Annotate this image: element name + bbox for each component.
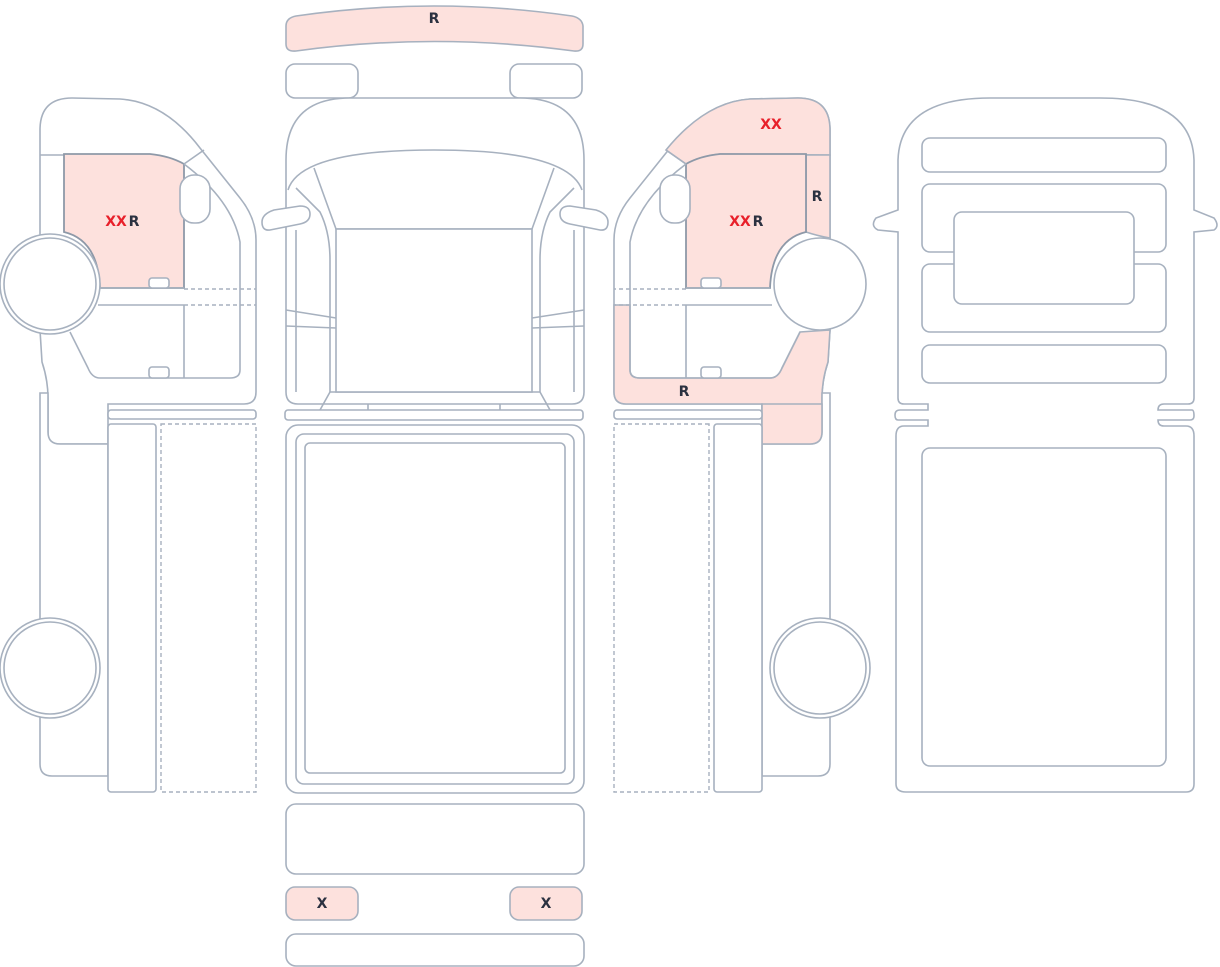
right-door-handle — [700, 277, 722, 289]
left-slide-door-open-area — [160, 423, 257, 793]
damage-code: R — [129, 214, 140, 230]
front-left-side-mirror[interactable] — [261, 205, 311, 231]
left-door-outline — [69, 163, 241, 379]
front-right-side-mirror[interactable] — [559, 205, 609, 231]
damage-code: R — [679, 384, 690, 400]
front-view: R X X — [261, 5, 609, 967]
rear-view — [872, 97, 1218, 793]
right-slide-door-open-area — [613, 423, 710, 793]
left-rear-door-handle — [148, 366, 170, 379]
right-slide-rail — [613, 409, 763, 420]
left-a-pillar — [183, 149, 205, 165]
right-rear-wheel[interactable] — [773, 621, 867, 715]
right-side-view: XX XX R R R — [613, 97, 871, 793]
left-side-view: XX R — [0, 97, 257, 793]
rear-door[interactable] — [921, 447, 1167, 767]
front-bumper-top — [284, 409, 584, 421]
severe-mark: XX — [105, 214, 127, 230]
left-front-wheel[interactable] — [3, 237, 97, 331]
left-slide-rail — [107, 409, 257, 420]
right-slide-door[interactable] — [713, 423, 763, 793]
rear-lower-panel[interactable] — [921, 344, 1167, 384]
front-windshield[interactable] — [335, 228, 533, 393]
rear-spoiler[interactable] — [921, 137, 1167, 173]
left-slide-door[interactable] — [107, 423, 157, 793]
front-roof-edge[interactable] — [285, 5, 584, 52]
right-mirror[interactable] — [659, 174, 691, 224]
front-left-mirror[interactable] — [285, 63, 359, 99]
damage-code: R — [812, 189, 823, 205]
damage-code: X — [317, 896, 328, 912]
left-mirror[interactable] — [179, 174, 211, 224]
front-lower-grille[interactable] — [285, 933, 585, 967]
front-left-light[interactable] — [285, 886, 359, 921]
damage-code: X — [541, 896, 552, 912]
damage-code: R — [429, 11, 440, 27]
front-right-mirror[interactable] — [509, 63, 583, 99]
front-bumper[interactable] — [285, 803, 585, 875]
right-front-wheel[interactable] — [773, 237, 867, 331]
severe-mark: XX — [760, 117, 782, 133]
rear-window[interactable] — [953, 211, 1135, 305]
severe-mark: XX — [729, 214, 751, 230]
damage-code: R — [753, 214, 764, 230]
left-door-handle — [148, 277, 170, 289]
right-rear-door-handle — [700, 366, 722, 379]
left-rear-wheel[interactable] — [3, 621, 97, 715]
front-right-light[interactable] — [509, 886, 583, 921]
